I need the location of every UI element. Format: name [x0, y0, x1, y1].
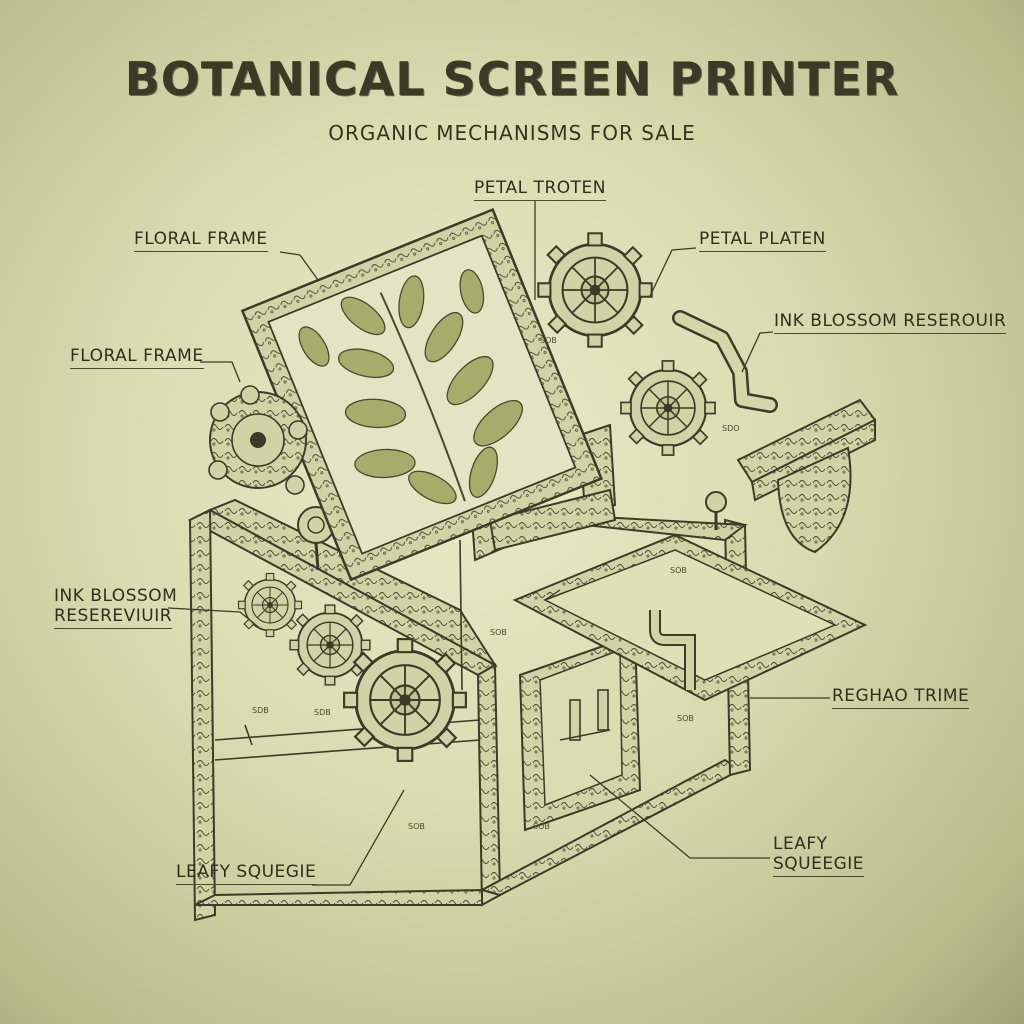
- page-subtitle: ORGANIC MECHANISMS FOR SALE: [328, 121, 696, 145]
- mark-1: SOB: [540, 336, 557, 345]
- label-leafy-squegie-left: LEAFY SQUEGIE: [176, 862, 317, 885]
- label-leafy-line2: SQUEEGIE: [773, 854, 865, 877]
- squeegie-right: [736, 398, 877, 554]
- label-ink-blossom-reserouir: INK BLOSSOM RESEROUIR: [774, 311, 1007, 334]
- small-gear-right: [619, 359, 717, 457]
- ink-reservoir-pipe: [672, 310, 778, 413]
- mark-7: SOB: [677, 714, 694, 723]
- label-petal-platen: PETAL PLATEN: [699, 229, 826, 252]
- label-ink-blossom-line2: RESEREVIUIR: [54, 606, 173, 629]
- label-floral-frame-left: FLORAL FRAME: [70, 346, 204, 369]
- mark-8: SOB: [408, 822, 425, 831]
- label-leafy-line1: LEAFY: [773, 834, 828, 854]
- mark-5: SDB: [252, 706, 269, 715]
- label-reghao-trime: REGHAO TRIME: [832, 686, 970, 709]
- label-petal-troten: PETAL TROTEN: [474, 178, 606, 201]
- mark-6: SDB: [314, 708, 331, 717]
- leader-lines: [167, 200, 830, 886]
- screen-frame: [240, 207, 603, 582]
- mark-9: SOB: [533, 822, 550, 831]
- label-floral-frame-top: FLORAL FRAME: [134, 229, 268, 252]
- label-ink-blossom-line1: INK BLOSSOM: [54, 586, 178, 606]
- mark-2: SDO: [722, 424, 740, 433]
- mark-3: SOB: [670, 566, 687, 575]
- floral-gear-left: [208, 385, 308, 495]
- mark-4: SOB: [490, 628, 507, 637]
- page-title: BOTANICAL SCREEN PRINTER: [124, 52, 900, 106]
- petal-platen-gear: [536, 231, 654, 349]
